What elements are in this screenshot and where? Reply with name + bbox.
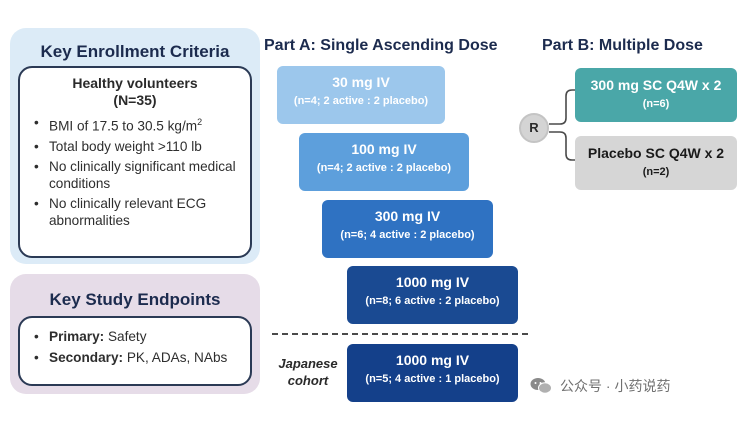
dose-box-30mg: 30 mg IV (n=4; 2 active : 2 placebo) bbox=[277, 66, 445, 124]
wechat-icon bbox=[530, 378, 552, 394]
endpoints-panel: Key Study Endpoints •Primary: Safety •Se… bbox=[10, 274, 260, 394]
endpoint-primary: •Primary: Safety bbox=[34, 329, 147, 344]
endpoint-secondary: •Secondary: PK, ADAs, NAbs bbox=[34, 350, 228, 365]
criteria-item-bmi: •BMI of 17.5 to 30.5 kg/m2 bbox=[34, 115, 203, 134]
bullet-icon: • bbox=[34, 138, 39, 154]
endpoints-list: •Primary: Safety •Secondary: PK, ADAs, N… bbox=[20, 328, 250, 367]
watermark: 公众号 · 小药说药 bbox=[530, 376, 670, 396]
enrollment-title: Key Enrollment Criteria bbox=[40, 42, 230, 61]
criteria-item-medical: •No clinically significant medical condi… bbox=[34, 158, 236, 191]
criteria-list: •BMI of 17.5 to 30.5 kg/m2 •Total body w… bbox=[20, 114, 250, 229]
japanese-cohort-label: Japanese cohort bbox=[278, 356, 338, 388]
dose-box-japanese-1000mg: 1000 mg IV (n=5; 4 active : 1 placebo) bbox=[347, 344, 518, 402]
population-n: (N=35) bbox=[113, 92, 157, 108]
bullet-icon: • bbox=[34, 329, 39, 344]
bullet-icon: • bbox=[34, 195, 39, 211]
watermark-text: 公众号 · 小药说药 bbox=[560, 378, 671, 394]
dose-box-300mg: 300 mg IV (n=6; 4 active : 2 placebo) bbox=[322, 200, 493, 258]
dose-box-1000mg: 1000 mg IV (n=8; 6 active : 2 placebo) bbox=[347, 266, 518, 324]
part-b-title: Part B: Multiple Dose bbox=[542, 37, 703, 54]
endpoints-title: Key Study Endpoints bbox=[49, 290, 221, 309]
endpoints-box: •Primary: Safety •Secondary: PK, ADAs, N… bbox=[18, 316, 252, 386]
bullet-icon: • bbox=[34, 158, 39, 174]
connector-to-active bbox=[549, 89, 575, 125]
arm-box-active: 300 mg SC Q4W x 2 (n=6) bbox=[575, 68, 737, 122]
arm-box-placebo: Placebo SC Q4W x 2 (n=2) bbox=[575, 136, 737, 190]
criteria-item-weight: •Total body weight >110 lb bbox=[34, 138, 202, 154]
bullet-icon: • bbox=[34, 115, 39, 130]
dose-box-100mg: 100 mg IV (n=4; 2 active : 2 placebo) bbox=[299, 133, 469, 191]
bullet-icon: • bbox=[34, 350, 39, 365]
connector-to-placebo bbox=[549, 131, 575, 161]
randomization-circle: R bbox=[519, 113, 549, 143]
criteria-item-ecg: •No clinically relevant ECG abnormalitie… bbox=[34, 195, 207, 228]
enrollment-criteria-box: Healthy volunteers (N=35) •BMI of 17.5 t… bbox=[18, 66, 252, 258]
population-subtitle: Healthy volunteers bbox=[72, 75, 198, 91]
cohort-divider bbox=[272, 333, 528, 335]
part-a-title: Part A: Single Ascending Dose bbox=[264, 37, 498, 54]
population-label: Healthy volunteers (N=35) bbox=[20, 75, 250, 109]
enrollment-panel: Key Enrollment Criteria Healthy voluntee… bbox=[10, 28, 260, 264]
